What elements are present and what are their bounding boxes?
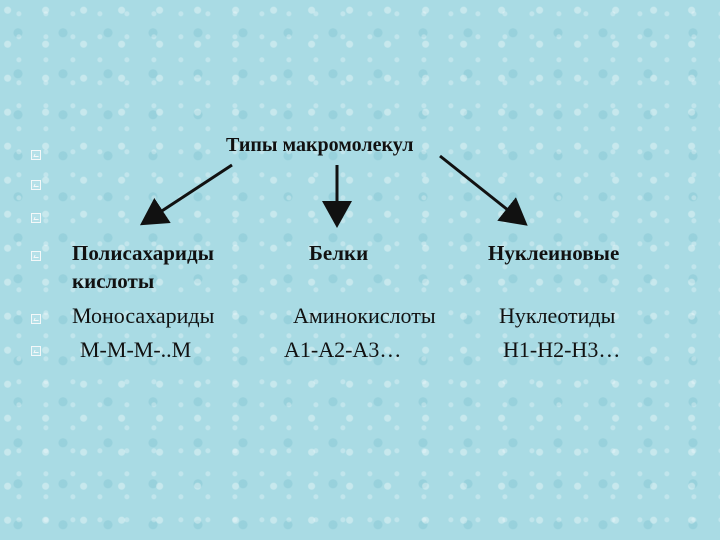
chain-polysaccharide: М-М-М-..М [80,337,192,362]
bullet-icon [31,251,41,261]
monomer-monosaccharides: Моносахариды [72,303,215,328]
header-proteins: Белки [309,241,369,265]
header-polysaccharides: Полисахариды [72,241,215,265]
chain-protein: А1-А2-А3… [284,337,402,362]
monomer-aminoacids: Аминокислоты [293,303,436,328]
header-acids-wrap: кислоты [72,269,155,293]
header-nucleic: Нуклеиновые [488,241,620,265]
chain-nucleic: Н1-Н2-Н3… [503,337,621,362]
bullet-icon [31,213,41,223]
bullet-icon [31,180,41,190]
arrow-right [439,154,528,226]
diagram-title: Типы макромолекул [226,134,414,156]
bullet-icon [31,346,41,356]
bullet-icon [31,150,41,160]
bullet-icon [31,314,41,324]
monomer-nucleotides: Нуклеотиды [499,303,616,328]
arrow-left [139,163,233,226]
